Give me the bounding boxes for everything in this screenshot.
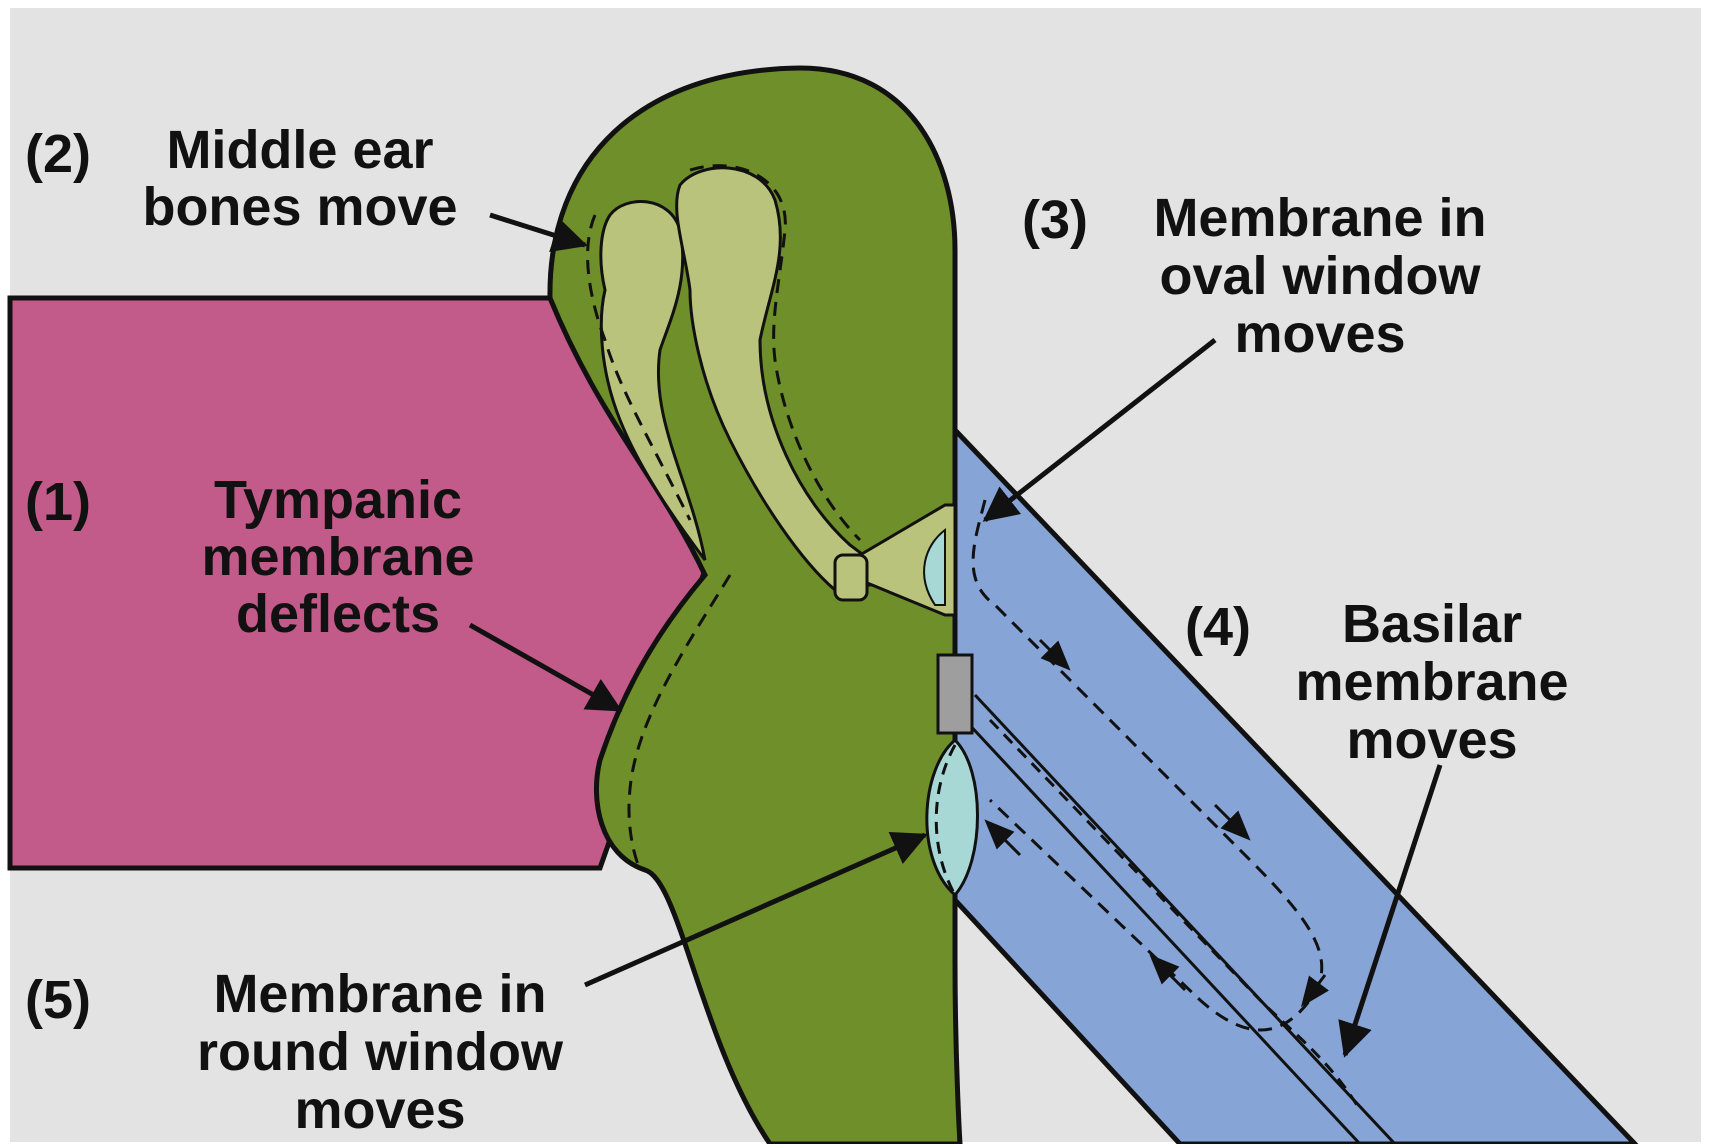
step4-number: (4) bbox=[1185, 597, 1251, 657]
step1-line1: Tympanic bbox=[214, 470, 462, 530]
step3-line2: oval window bbox=[1159, 246, 1481, 306]
step4-line2: membrane bbox=[1295, 652, 1568, 712]
step2-line2: bones move bbox=[142, 177, 457, 237]
step1-line3: deflects bbox=[236, 584, 440, 644]
step2-number: (2) bbox=[25, 124, 91, 184]
stapes-head bbox=[835, 555, 867, 600]
step3-line1: Membrane in bbox=[1153, 188, 1486, 248]
step3-number: (3) bbox=[1022, 190, 1088, 250]
step3-line3: moves bbox=[1234, 304, 1405, 364]
step5-line2: round window bbox=[197, 1022, 564, 1082]
step4-line3: moves bbox=[1346, 710, 1517, 770]
step5-number: (5) bbox=[25, 970, 91, 1030]
step5-line1: Membrane in bbox=[213, 964, 546, 1024]
step5-line3: moves bbox=[294, 1080, 465, 1140]
step1-number: (1) bbox=[25, 472, 91, 532]
step4-line1: Basilar bbox=[1342, 594, 1522, 654]
footplate bbox=[938, 655, 972, 733]
step1-line2: membrane bbox=[201, 527, 474, 587]
step2-line1: Middle ear bbox=[166, 120, 433, 180]
